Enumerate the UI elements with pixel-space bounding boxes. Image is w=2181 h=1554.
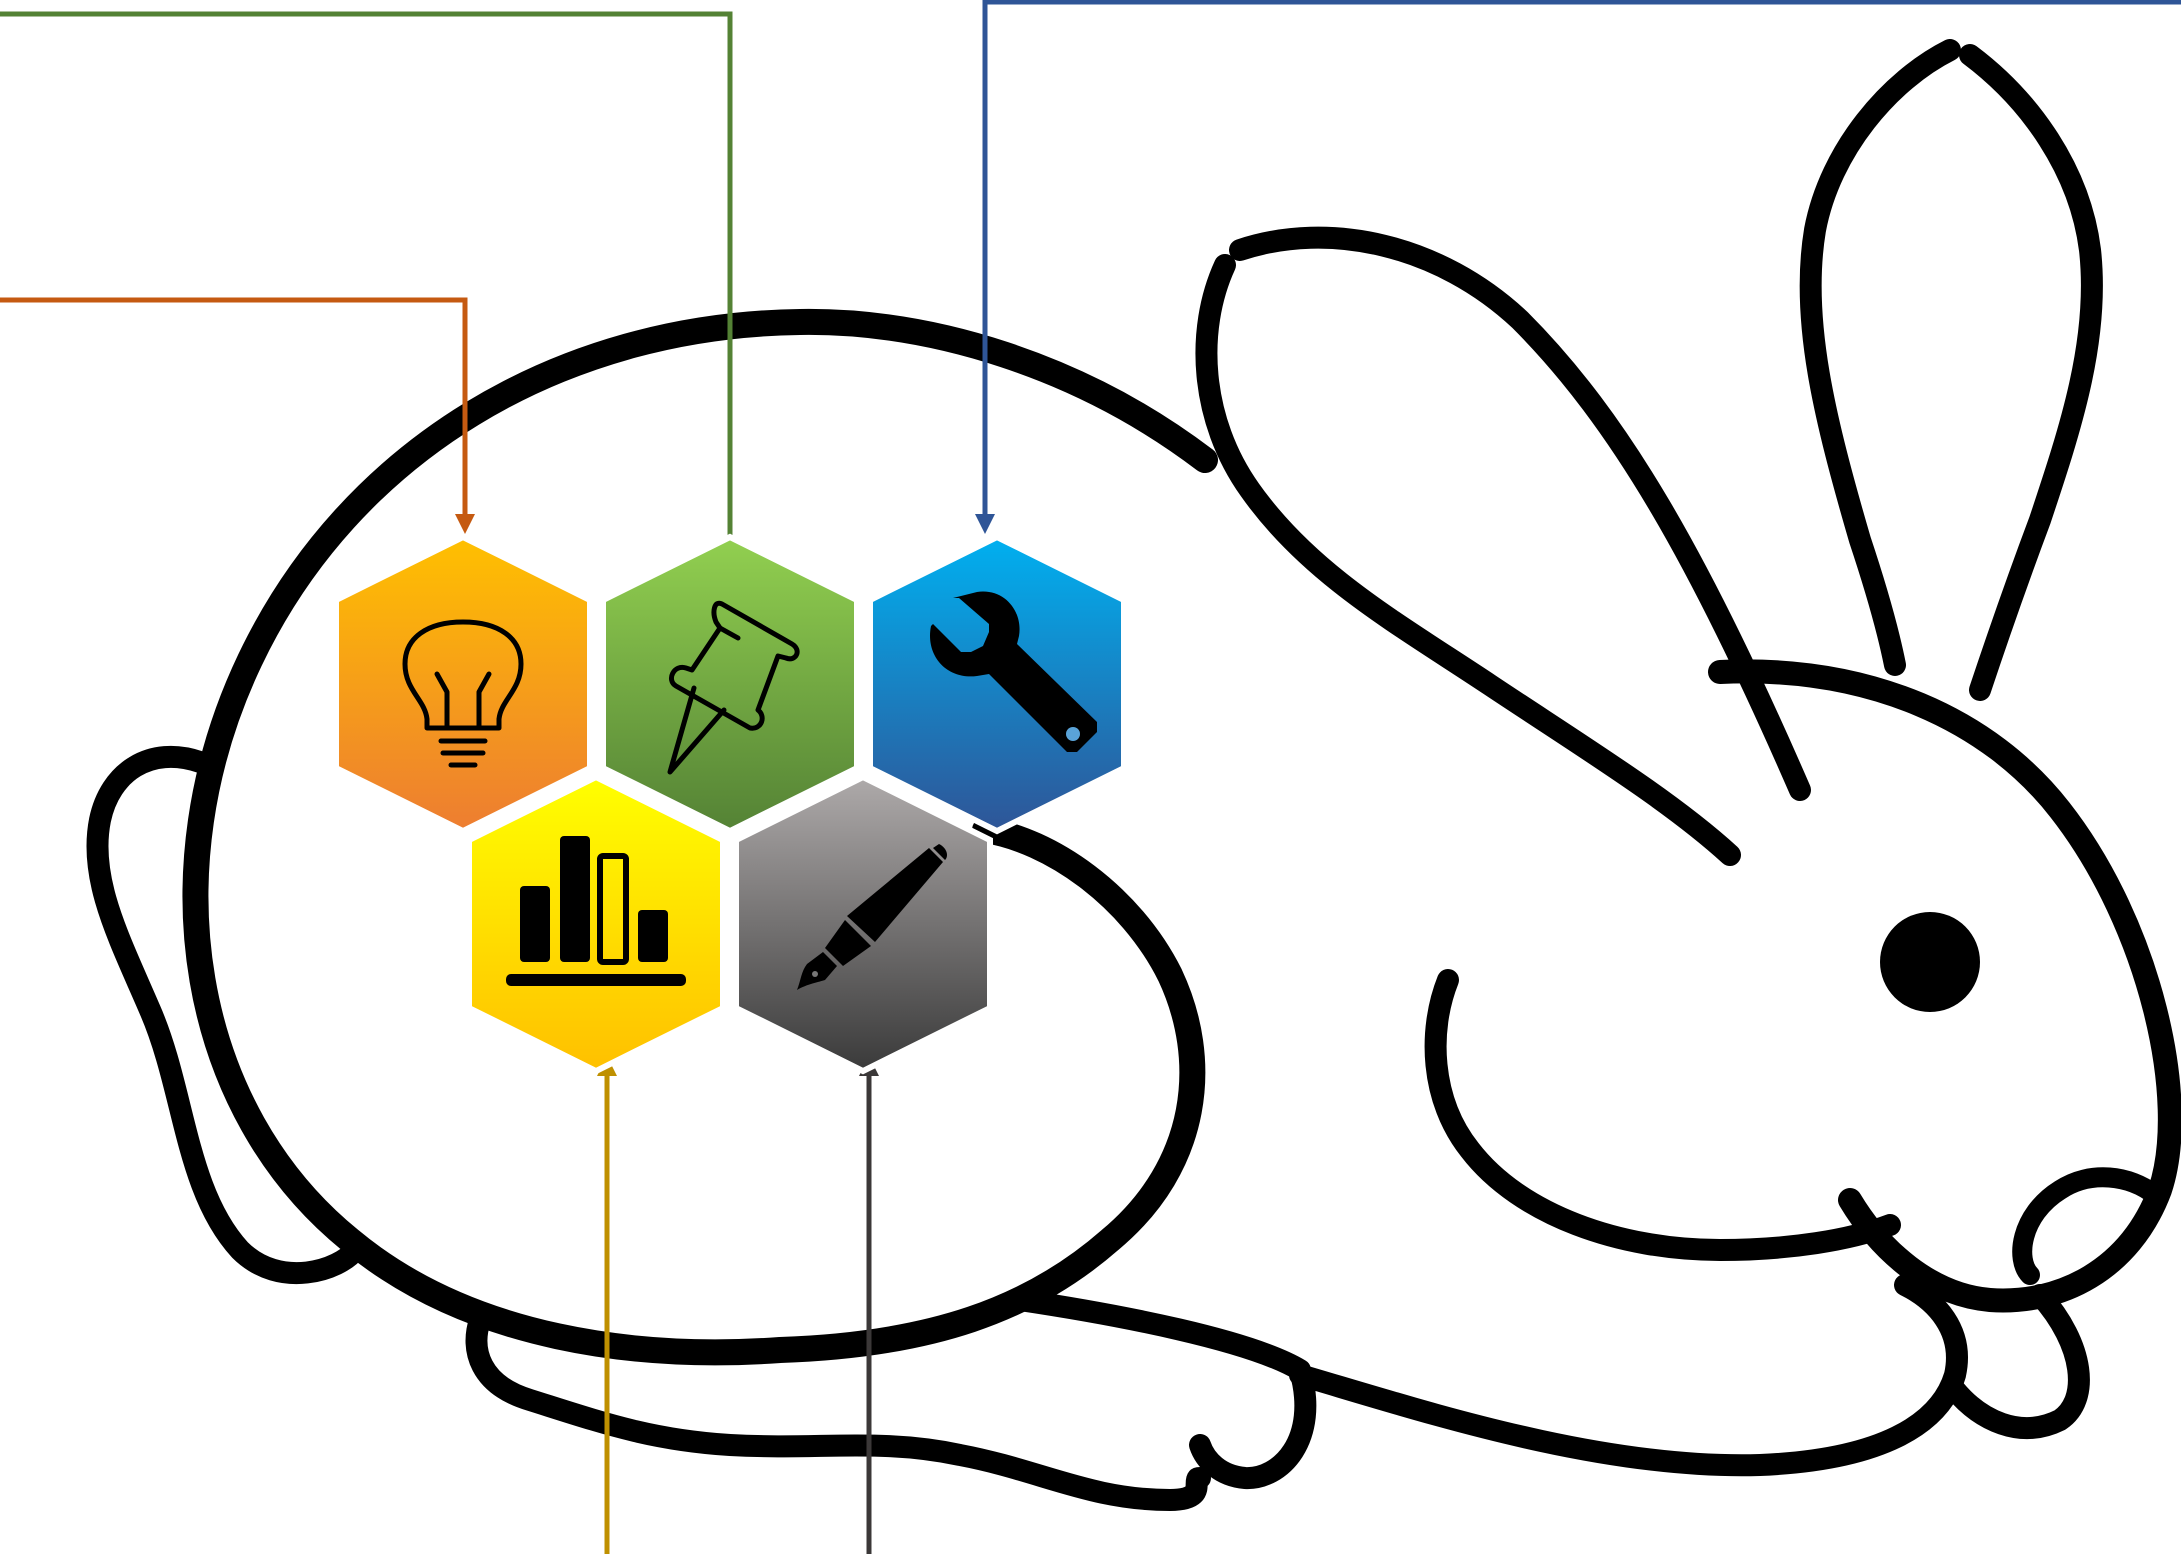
- hexagon-cluster: [336, 537, 1124, 1071]
- hex-pen[interactable]: [736, 777, 990, 1071]
- rabbit-back-ear-inner: [1206, 265, 1730, 855]
- rabbit-front-paw: [1020, 1300, 1305, 1478]
- hex-pushpin[interactable]: [603, 537, 857, 831]
- connector-lightbulb: [0, 300, 465, 528]
- hex-shape: [336, 537, 590, 831]
- rabbit-belly-line: [1300, 1285, 1957, 1465]
- hex-shape: [603, 537, 857, 831]
- rabbit-chest-paw: [1955, 1295, 2079, 1428]
- rabbit-eye: [1880, 912, 1980, 1012]
- hex-shape: [870, 537, 1124, 831]
- rabbit-cheek: [1436, 980, 1890, 1250]
- hex-shape: [469, 777, 723, 1071]
- rabbit-front-ear-back: [1970, 55, 2092, 690]
- hex-lightbulb[interactable]: [336, 537, 590, 831]
- hex-wrench[interactable]: [870, 537, 1124, 831]
- rabbit-front-ear: [1811, 50, 1950, 665]
- hex-bar-chart[interactable]: [469, 777, 723, 1071]
- arrowhead-lightbulb: [455, 514, 475, 534]
- arrowhead-wrench: [975, 514, 995, 534]
